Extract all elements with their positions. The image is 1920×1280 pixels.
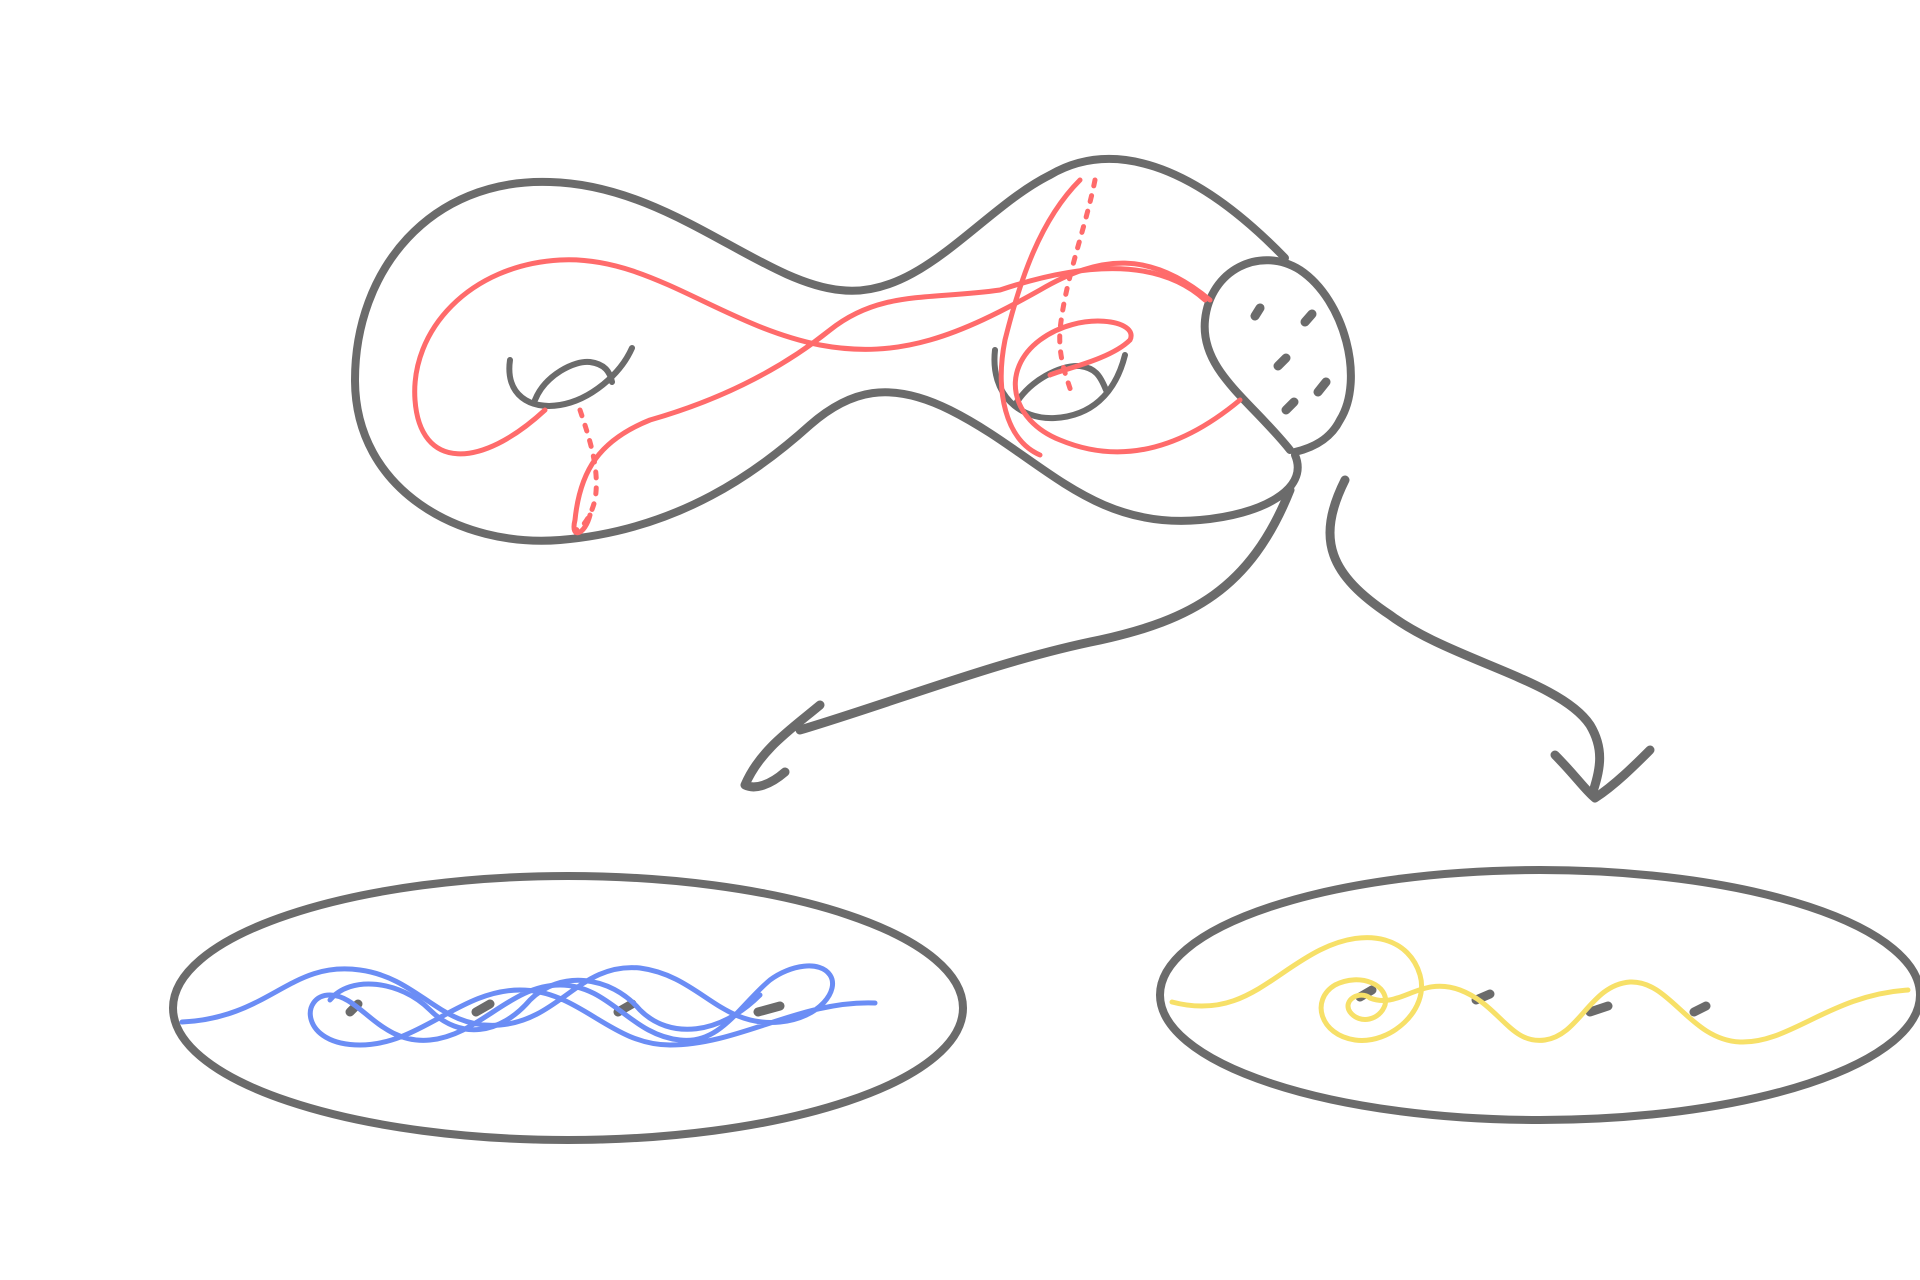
red-curve	[412, 177, 1243, 535]
red-curve-meridian	[998, 177, 1083, 458]
yellow-curve-main	[1169, 935, 1911, 1045]
red-curve-crossing-strand	[571, 266, 1208, 535]
arrow-left-head	[740, 700, 825, 792]
disk-left-boundary	[169, 872, 967, 1144]
red-curve-outer-loop	[412, 257, 1213, 457]
blue-curve-main	[179, 963, 878, 1048]
boundary-disk	[1200, 256, 1355, 456]
disk-left	[169, 872, 967, 1144]
arrow-left-shaft	[795, 485, 1295, 735]
red-curve-meridian-dashed	[1057, 177, 1098, 398]
boundary-punctures	[1250, 303, 1331, 415]
yellow-curve	[1169, 935, 1911, 1045]
disk-right-boundary	[1156, 866, 1920, 1124]
genus-two-surface	[351, 154, 1355, 545]
arrow-left	[740, 485, 1295, 792]
red-curve-inner-strand	[1012, 318, 1243, 455]
left-handle	[506, 345, 635, 409]
disk-right	[1156, 866, 1920, 1124]
blue-curve-inner	[327, 977, 763, 1033]
blue-curve	[179, 963, 878, 1048]
arrow-right	[1325, 475, 1655, 803]
arrow-right-head	[1550, 745, 1655, 803]
surface-outline	[351, 154, 1302, 545]
arrow-right-shaft	[1325, 475, 1605, 800]
